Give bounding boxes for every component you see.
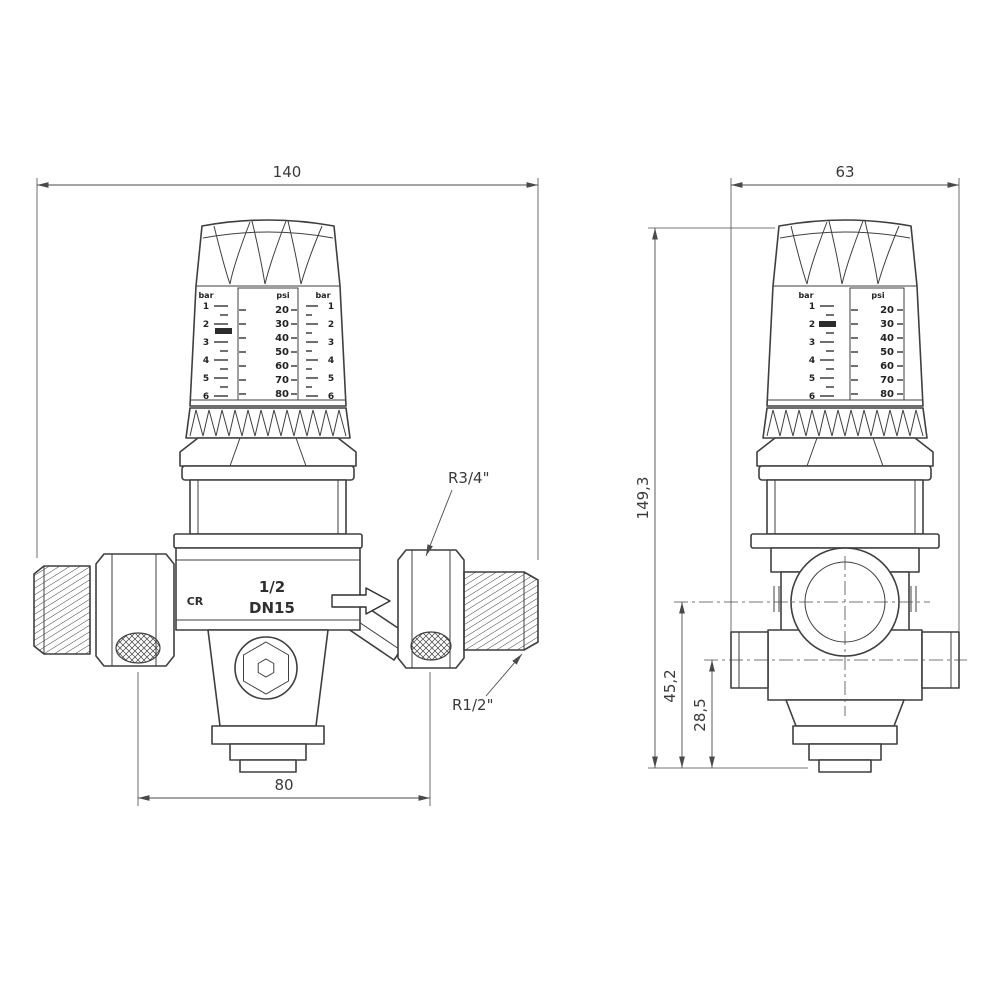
plug-hexagon <box>243 641 289 695</box>
dim-80-label: 80 <box>274 776 293 794</box>
psi-scale-value: 20 <box>880 305 894 316</box>
dimension-overall-width-front: 1 40 <box>36 163 539 560</box>
psi-scale-value: 60 <box>275 361 289 372</box>
bar-scale-value: 3 <box>328 338 334 348</box>
adjustment-knob-side: bar psi 1 2 3 4 5 6 20 30 40 50 60 70 80 <box>766 219 924 407</box>
psi-scale-header: psi <box>276 291 289 300</box>
seal-surface <box>115 632 161 664</box>
setting-indicator <box>819 321 836 327</box>
dimension-axis-height: 45,2 <box>661 602 685 768</box>
dn-marking: DN15 <box>249 599 295 617</box>
setting-indicator <box>215 328 232 334</box>
spring-housing-side <box>750 465 940 549</box>
dim-140-label: 140 <box>273 163 302 181</box>
bar-scale-value: 2 <box>328 320 334 330</box>
bar-scale-value: 4 <box>809 356 815 366</box>
bar-scale-value: 1 <box>809 302 815 312</box>
callout-r34-label: R3/4" <box>448 469 489 487</box>
plug-hex-center <box>257 658 275 678</box>
valve-body-front: 1/2 DN15 CR <box>175 547 391 631</box>
bar-scale-header: bar <box>798 291 813 300</box>
bottom-cartridge-front <box>207 629 329 773</box>
inlet-connection <box>33 553 175 667</box>
bar-scale-header: bar <box>315 291 330 300</box>
dimension-port-distance: 80 <box>137 672 431 806</box>
bar-scale-value: 5 <box>328 374 334 384</box>
outlet-connection <box>397 549 539 669</box>
bar-scale-value: 2 <box>203 320 209 330</box>
dimension-overall-width-side: 63 <box>730 163 960 636</box>
hex-nut-front <box>179 437 357 467</box>
side-view: 63 bar psi 1 2 <box>634 163 967 773</box>
psi-scale-value: 20 <box>275 305 289 316</box>
hex-nut-side <box>756 437 934 467</box>
bar-scale-value: 6 <box>809 392 815 402</box>
bar-scale-value: 1 <box>203 302 209 312</box>
psi-scale-value: 50 <box>880 347 894 358</box>
brand-marking: CR <box>187 595 204 608</box>
pressure-scale-side: bar psi 1 2 3 4 5 6 20 30 40 50 60 70 80 <box>798 287 905 402</box>
psi-scale-header: psi <box>871 291 884 300</box>
psi-scale-value: 30 <box>275 319 289 330</box>
pressure-scale-front: bar psi bar 1 2 3 4 5 6 1 <box>198 287 334 402</box>
dim-63-label: 63 <box>835 163 854 181</box>
psi-scale-value: 70 <box>880 375 894 386</box>
dim-45-label: 45,2 <box>661 669 679 702</box>
bar-scale-value: 6 <box>203 392 209 402</box>
bar-scale-value: 1 <box>328 302 334 312</box>
flow-direction-arrow <box>331 587 391 615</box>
psi-scale-value: 50 <box>275 347 289 358</box>
psi-scale-value: 80 <box>880 389 894 400</box>
psi-scale-value: 40 <box>880 333 894 344</box>
knurled-collar-side <box>762 407 928 439</box>
psi-scale-value: 80 <box>275 389 289 400</box>
bar-scale-value: 6 <box>328 392 334 402</box>
bar-scale-value: 5 <box>809 374 815 384</box>
thread-callouts: R3/4" R1/2" <box>425 469 523 714</box>
psi-scale-value: 70 <box>275 375 289 386</box>
dimension-port-height: 28,5 <box>691 660 715 768</box>
psi-scale-value: 40 <box>275 333 289 344</box>
psi-scale-value: 30 <box>880 319 894 330</box>
bar-scale-value: 4 <box>203 356 209 366</box>
callout-r12-label: R1/2" <box>452 696 493 714</box>
plug-circle <box>234 636 298 700</box>
spring-housing-front <box>173 465 363 549</box>
valve-body-side <box>674 547 967 773</box>
psi-scale-value: 60 <box>880 361 894 372</box>
bar-scale-value: 3 <box>203 338 209 348</box>
size-marking: 1/2 <box>259 578 285 596</box>
adjustment-knob-front: bar psi bar 1 2 3 4 5 6 1 <box>189 219 347 407</box>
front-view: 1 40 bar psi bar <box>33 163 539 806</box>
dim-149-label: 149,3 <box>634 477 652 520</box>
bar-scale-value: 4 <box>328 356 334 366</box>
bar-scale-value: 3 <box>809 338 815 348</box>
dim-28-label: 28,5 <box>691 698 709 731</box>
dimension-overall-height: 149,3 <box>634 227 808 769</box>
bar-scale-header: bar <box>198 291 213 300</box>
knurled-collar-front <box>185 407 351 439</box>
bar-scale-value: 5 <box>203 374 209 384</box>
bar-scale-value: 2 <box>809 320 815 330</box>
seal-surface <box>410 631 452 661</box>
